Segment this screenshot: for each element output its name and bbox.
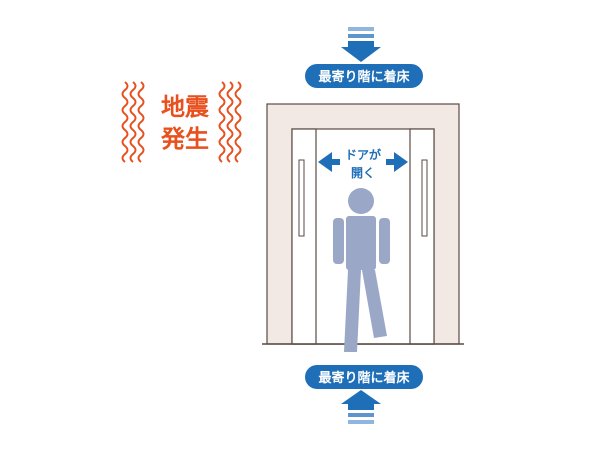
bottom-up-arrow-icon	[341, 390, 381, 424]
door-label-line-1: ドアが	[345, 147, 381, 162]
door-label-line-2: 開く	[351, 166, 375, 180]
top-down-arrow-icon	[341, 27, 381, 62]
right-handrail	[421, 159, 428, 237]
top-floor-badge-label: 最寄り階に着床	[318, 69, 410, 85]
elevator: ドアが 開く	[262, 103, 464, 352]
left-handrail	[298, 159, 305, 237]
top-floor-badge: 最寄り階に着床	[305, 64, 423, 88]
alert-line-1: 地震	[161, 93, 210, 121]
walking-person-icon	[333, 188, 390, 352]
alert-line-2: 発生	[160, 125, 209, 153]
bottom-floor-badge: 最寄り階に着床	[305, 365, 423, 389]
bottom-floor-badge-label: 最寄り階に着床	[318, 370, 410, 386]
shake-lines-right-icon	[218, 81, 242, 163]
shake-lines-left-icon	[121, 81, 145, 163]
earthquake-alert: 地震 発生	[121, 81, 242, 163]
